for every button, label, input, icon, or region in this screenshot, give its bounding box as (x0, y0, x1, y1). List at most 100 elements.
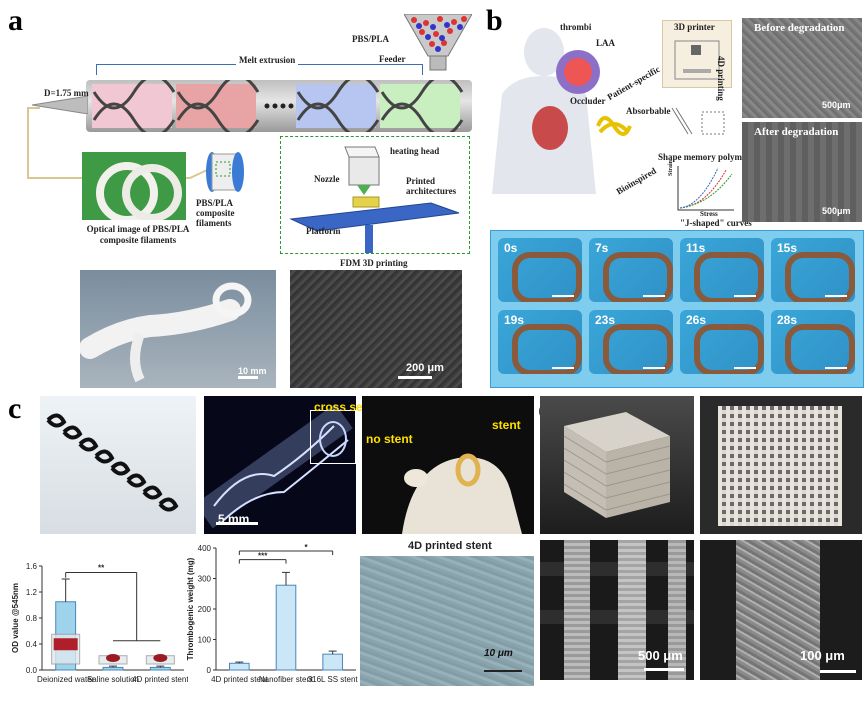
sem-after-degradation (742, 122, 862, 222)
fdm-label: FDM 3D printing (340, 258, 408, 268)
sequence-time-label: 11s (686, 241, 706, 255)
melt-extrusion-label: Melt extrusion (236, 55, 299, 65)
filament-spool (202, 150, 250, 194)
scale-after: 500μm (822, 206, 851, 216)
scaffold-photo-top (700, 396, 862, 534)
no-stent-label: no stent (366, 432, 413, 446)
y-tick-label: 0.8 (26, 614, 38, 623)
sequence-frame-19s: 19s (498, 310, 582, 374)
thrombi-label: thrombi (560, 22, 592, 32)
y-tick-label: 1.6 (26, 562, 38, 571)
laa-label: LAA (596, 38, 616, 48)
sem-scaffold-struts (540, 540, 694, 680)
bar-1 (102, 666, 124, 671)
category-label: 4D printed stent (211, 675, 268, 684)
feeder-material-label: PBS/PLA (352, 34, 390, 44)
y-tick-label: 100 (198, 636, 212, 645)
printed-vessel-photo (80, 270, 276, 388)
y-tick-label: 0 (207, 666, 212, 675)
sequence-frame-28s: 28s (771, 310, 855, 374)
panel-a-letter: a (8, 4, 23, 37)
optical-caption: Optical image of PBS/PLA composite filam… (86, 224, 190, 245)
after-label: After degradation (754, 126, 839, 138)
occluder-label: Occluder (570, 96, 606, 106)
feeder-label: Feeder (379, 54, 406, 64)
panel-b-letter: b (486, 4, 503, 37)
category-label: 316L SS stent (308, 675, 359, 684)
hemolysis-fill (53, 638, 78, 651)
sequence-frame-26s: 26s (680, 310, 764, 374)
sem-before-degradation (742, 18, 862, 118)
scale-stent: 5 mm (218, 512, 250, 526)
y-tick-label: 300 (198, 575, 212, 584)
bioinspired-label: Bioinspired (614, 165, 658, 197)
stress-label: Stress (700, 210, 718, 218)
scale-d-left: 500 μm (638, 648, 683, 663)
fdm-printer-diagram (280, 136, 470, 254)
diameter-label: D=1.75 mm (44, 88, 89, 98)
sem-scaffold-zoom (700, 540, 862, 680)
bar-1 (275, 584, 297, 671)
y-axis-label: Thrombogenic weight (mg) (186, 557, 195, 660)
y-tick-label: 0.4 (26, 640, 38, 649)
feeder-hopper (403, 13, 473, 72)
j-shaped-label: "J-shaped" curves (680, 218, 752, 228)
scaffold-icons (666, 104, 736, 148)
sequence-frame-11s: 11s (680, 238, 764, 302)
blood-pellet (153, 654, 168, 662)
category-label: Deionized water (37, 675, 95, 684)
sem-image-a (290, 270, 462, 388)
yellow-occluder-icon (594, 108, 634, 144)
platform-label: Platform (306, 226, 341, 236)
melt-extrusion-bracket (96, 64, 423, 75)
sequence-frame-0s: 0s (498, 238, 582, 302)
before-label: Before degradation (754, 22, 845, 34)
od-value-chart: 0.0 0.4 0.8 1.2 1.6 OD value @545nmDeionized … (11, 562, 188, 684)
j-shaped-curve-plot (676, 164, 736, 212)
y-axis-label: OD value @545nm (11, 583, 20, 653)
stent-sem-title: 4D printed stent (408, 540, 492, 552)
scaffold-photo-3d (540, 396, 694, 534)
y-tick-label: 400 (198, 544, 212, 553)
shape-memory-label: Shape memory polymer (658, 152, 750, 162)
y-tick-label: 1.2 (26, 588, 38, 597)
optical-image-filaments (82, 152, 186, 220)
sequence-time-label: 15s (777, 241, 798, 255)
scale-vessel: 10 mm (238, 366, 267, 376)
bar-2 (149, 666, 171, 671)
blood-pellet (106, 654, 120, 662)
sequence-time-label: 19s (504, 313, 525, 327)
stent-in-hand-photo (362, 396, 534, 534)
sequence-time-label: 7s (595, 241, 609, 255)
category-label: 4D printed stent (132, 675, 188, 684)
sequence-frame-15s: 15s (771, 238, 855, 302)
y-tick-label: 200 (198, 605, 212, 614)
sequence-frame-7s: 7s (589, 238, 673, 302)
nozzle-label: Nozzle (314, 174, 340, 184)
category-label: Nanofiber stent (259, 675, 314, 684)
scale-d-right: 100 μm (800, 648, 845, 663)
filament-path (27, 107, 221, 179)
human-body-illustration (484, 24, 614, 194)
printer-label: 3D printer (674, 22, 715, 32)
sequence-time-label: 26s (686, 313, 707, 327)
extrusion-barrel (86, 80, 472, 132)
bar-0 (229, 662, 250, 671)
significance-label: * (304, 543, 308, 552)
absorbable-label: Absorbable (626, 106, 671, 116)
significance-label: ** (98, 564, 105, 573)
y-tick-label: 0.0 (26, 666, 38, 675)
stent-micrograph (204, 396, 356, 534)
strain-label: Strain (668, 159, 674, 176)
sequence-time-label: 28s (777, 313, 798, 327)
scale-before: 500μm (822, 100, 851, 110)
sequence-time-label: 23s (595, 313, 616, 327)
panel-c-letter: c (8, 392, 22, 425)
scale-sem-a: 200 μm (406, 362, 444, 374)
stent-render (40, 396, 196, 534)
bar-2 (322, 653, 343, 671)
significance-label: *** (258, 552, 268, 561)
scale-sem-c: 10 μm (484, 648, 513, 659)
3d-printer-box (662, 20, 732, 88)
